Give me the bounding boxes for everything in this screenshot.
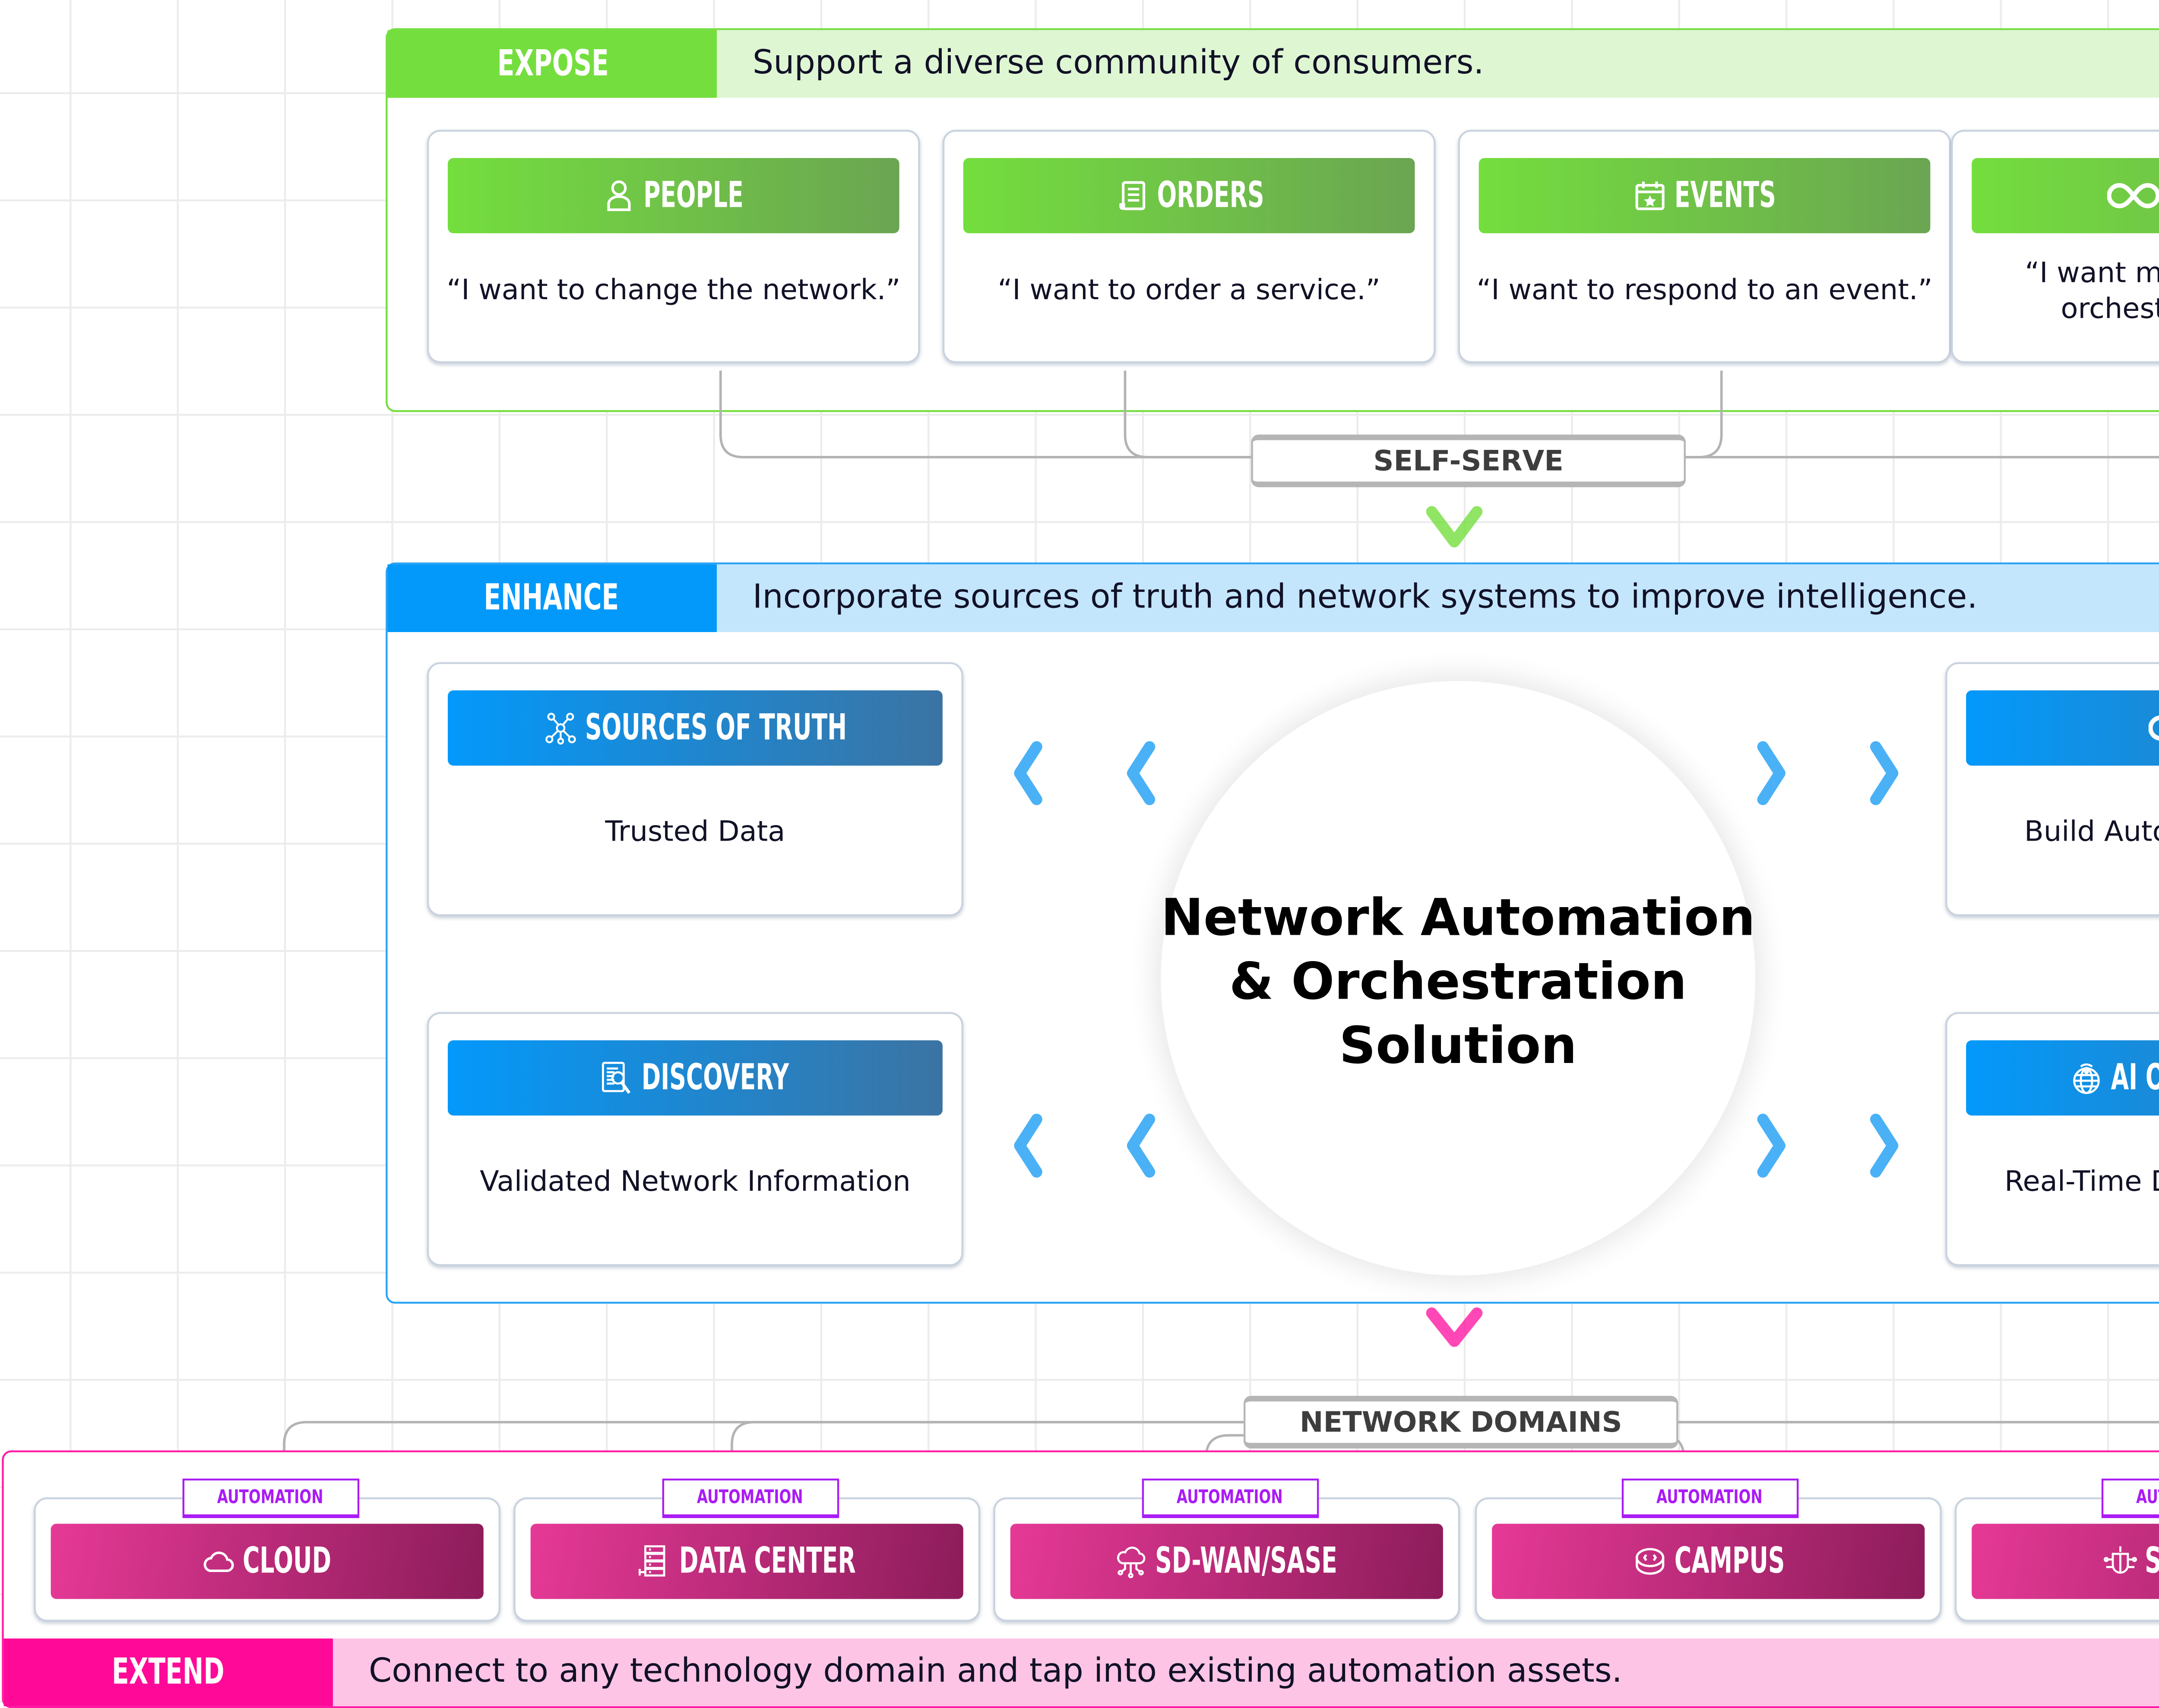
network-nodes-icon <box>544 711 577 745</box>
extend-banner: EXTEND Connect to any technology domain … <box>3 1638 2159 1706</box>
enhance-banner: ENHANCE Incorporate sources of truth and… <box>387 564 2159 632</box>
card-header: DEVOPS/SRE <box>1972 158 2159 234</box>
connector-events <box>1684 370 1723 459</box>
enhance-tag: ENHANCE <box>387 564 717 632</box>
extend-tag: EXTEND <box>3 1638 333 1706</box>
receipt-icon <box>1115 179 1149 212</box>
expose-banner: EXPOSE Support a diverse community of co… <box>387 30 2159 98</box>
automation-tag: AUTOMATION <box>1621 1478 1799 1518</box>
chevron-left-icon <box>1127 1113 1155 1178</box>
card-header: ORDERS <box>963 158 1415 234</box>
chevrons-left-top <box>1014 741 1155 805</box>
card-header: AI OPS/TELEMETRY <box>1966 1040 2159 1116</box>
security-bug-icon <box>2104 1544 2138 1578</box>
automation-tag: AUTOMATION <box>662 1478 839 1518</box>
person-icon <box>603 179 636 212</box>
consumer-card-people[interactable]: PEOPLE “I want to change the network.” <box>427 130 920 363</box>
enhance-card-cicd[interactable]: CI/CD Build Automation Pipelines <box>1945 662 2159 916</box>
card-description: Validated Network Information <box>480 1164 911 1199</box>
enhance-description: Incorporate sources of truth and network… <box>717 564 2159 632</box>
calendar-star-icon <box>1633 179 1667 212</box>
card-header: PEOPLE <box>447 158 899 234</box>
card-description: Build Automation Pipelines <box>2024 814 2159 849</box>
card-header: CLOUD <box>51 1524 484 1599</box>
card-header: SOURCES OF TRUTH <box>447 690 943 766</box>
automation-tag: AUTOMATION <box>1142 1478 1319 1518</box>
chevrons-right-top <box>1757 741 1899 805</box>
card-description: Trusted Data <box>605 814 785 849</box>
document-search-icon <box>601 1061 635 1094</box>
card-header: DISCOVERY <box>447 1040 943 1116</box>
enhance-card-sources-of-truth[interactable]: SOURCES OF TRUTH Trusted Data <box>427 662 963 916</box>
domain-card-cloud[interactable]: CLOUD <box>34 1497 500 1622</box>
chevron-left-icon <box>1014 741 1042 805</box>
card-header: DATA CENTER <box>530 1524 963 1599</box>
solution-title: Network Automation & Orchestration Solut… <box>1161 889 1755 1076</box>
card-quote: “I want my DevOps tools to orchestrate r… <box>2025 256 2159 326</box>
chevron-left-icon <box>1127 741 1155 805</box>
cloud-network-icon <box>1114 1544 1148 1578</box>
router-icon <box>1633 1544 1666 1578</box>
chevrons-right-bottom <box>1757 1113 1899 1178</box>
card-header: SECUTITY <box>1972 1524 2159 1599</box>
domain-card-security[interactable]: SECUTITY <box>1955 1497 2159 1622</box>
chevron-down-icon <box>1426 1307 1483 1347</box>
self-serve-label: SELF-SERVE <box>1251 434 1686 487</box>
chevron-left-icon <box>1014 1113 1042 1178</box>
connector-people <box>719 370 1251 459</box>
connector-orders <box>1124 370 1251 459</box>
connector-devops <box>1684 455 2159 459</box>
chevron-right-icon <box>1757 741 1785 805</box>
network-domains-label: NETWORK DOMAINS <box>1244 1395 1678 1449</box>
enhance-card-aiops[interactable]: AI OPS/TELEMETRY Real-Time Data & Intell… <box>1945 1012 2159 1266</box>
consumer-card-devops[interactable]: DEVOPS/SRE “I want my DevOps tools to or… <box>1951 130 2159 363</box>
infinity-icon <box>2107 179 2159 212</box>
card-quote: “I want to change the network.” <box>446 272 901 307</box>
domain-card-campus[interactable]: CAMPUS <box>1475 1497 1942 1622</box>
card-header: CI/CD <box>1966 690 2159 766</box>
connector-cloud <box>283 1421 1244 1479</box>
chevrons-left-bottom <box>1014 1113 1155 1178</box>
chevron-right-icon <box>1757 1113 1785 1178</box>
connector-datacenter <box>731 1421 1244 1479</box>
infinity-icon <box>2148 711 2159 745</box>
expose-tag: EXPOSE <box>387 30 717 98</box>
globe-signal-icon <box>2070 1061 2103 1094</box>
chevron-right-icon <box>1870 1113 1899 1178</box>
expose-description: Support a diverse community of consumers… <box>717 30 2159 98</box>
server-rack-icon <box>638 1544 671 1578</box>
chevron-right-icon <box>1870 741 1899 805</box>
chevron-down-icon <box>1426 506 1483 547</box>
solution-hub: Network Automation & Orchestration Solut… <box>1161 681 1756 1276</box>
card-quote: “I want to order a service.” <box>997 272 1380 307</box>
consumer-card-orders[interactable]: ORDERS “I want to order a service.” <box>942 130 1436 363</box>
domain-card-sdwan[interactable]: SD-WAN/SASE <box>993 1497 1460 1622</box>
consumer-card-events[interactable]: EVENTS “I want to respond to an event.” <box>1458 130 1951 363</box>
card-header: SD-WAN/SASE <box>1010 1524 1443 1599</box>
automation-tag: AUTOMATION <box>182 1478 360 1518</box>
card-header: CAMPUS <box>1492 1524 1925 1599</box>
enhance-card-discovery[interactable]: DISCOVERY Validated Network Information <box>427 1012 963 1266</box>
cloud-icon <box>202 1544 235 1578</box>
card-quote: “I want to respond to an event.” <box>1476 272 1933 307</box>
card-description: Real-Time Data & Intelligence <box>2004 1164 2159 1199</box>
automation-tag: AUTOMATION <box>2101 1478 2159 1518</box>
card-header: EVENTS <box>1478 158 1931 234</box>
extend-description: Connect to any technology domain and tap… <box>333 1638 2159 1706</box>
